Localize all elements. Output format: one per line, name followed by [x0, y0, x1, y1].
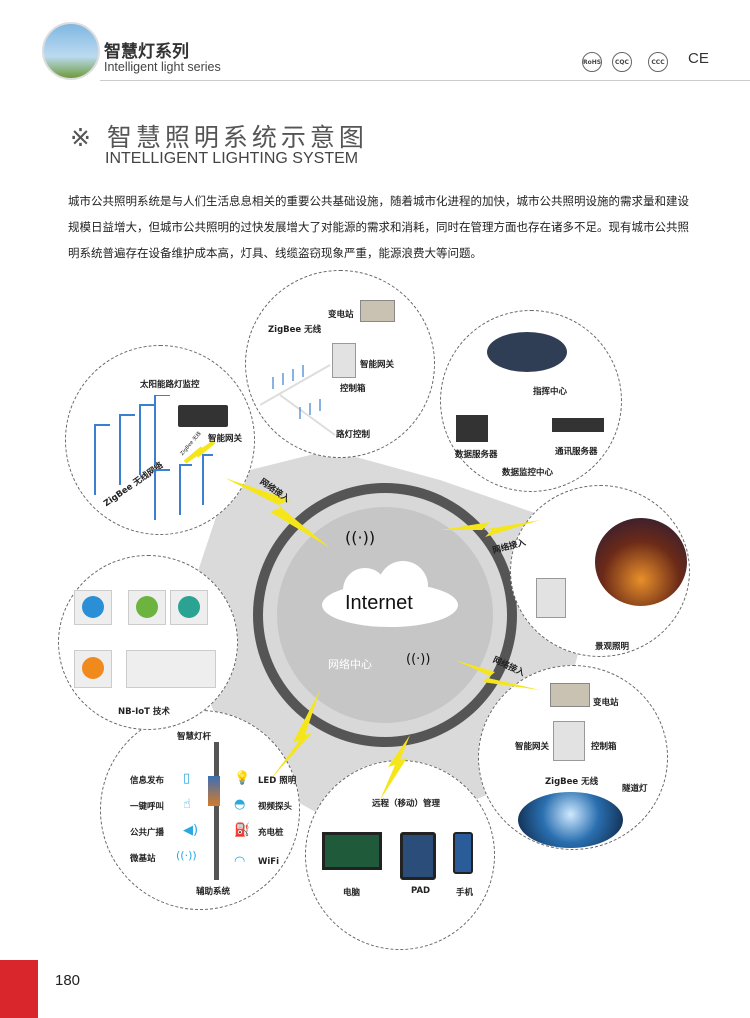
- pole-feature-broadcast: 公共广播: [130, 828, 165, 838]
- phone-label: 手机: [456, 888, 474, 898]
- nbiot-platform-box: [74, 590, 112, 625]
- antenna-icon: ((·)): [345, 528, 376, 547]
- page-title: ※ 智慧照明系统示意图: [70, 118, 368, 154]
- title-cn: 智慧照明系统示意图: [106, 123, 368, 152]
- tablet-image: [400, 832, 436, 880]
- bolt-icon: [455, 660, 540, 690]
- bolt-icon: [440, 520, 540, 537]
- control-box-image: [536, 578, 566, 618]
- cqc-cert-icon: CQC: [612, 52, 632, 72]
- comm-server-image: [552, 418, 604, 432]
- monitor-center-label: 数据监控中心: [502, 468, 554, 478]
- pole-feature-info: 信息发布: [130, 776, 165, 786]
- street-network-lines: [260, 364, 336, 436]
- pole-feature-charger: 充电桩: [258, 828, 284, 838]
- pole-feature-camera: 视频探头: [258, 802, 293, 812]
- command-center-label: 指挥中心: [533, 387, 568, 397]
- zigbee-gateway: 智能网关: [360, 360, 395, 370]
- pc-label: 电脑: [343, 888, 361, 898]
- tunnel-photo: [518, 792, 623, 848]
- page-number: 180: [55, 972, 81, 989]
- smart-pole-circle: [100, 710, 300, 910]
- tunnel-gateway: 智能网关: [515, 742, 550, 752]
- bolt-icon: [183, 440, 216, 464]
- bolt-icon: [270, 690, 320, 780]
- laptop-image: [322, 832, 382, 870]
- street-control-label: 路灯控制: [336, 430, 371, 440]
- remote-title: 远程（移动）管理: [372, 799, 441, 809]
- bolt-icon: [380, 735, 410, 800]
- zigbee-wireless: ZigBee 无线: [268, 325, 322, 335]
- page-subtitle: INTELLIGENT LIGHTING SYSTEM: [105, 150, 359, 167]
- data-server-image: [456, 415, 488, 442]
- hand-touch-icon: ☝: [183, 797, 191, 812]
- tablet-icon: ▯: [183, 771, 191, 786]
- zigbee-substation: 变电站: [328, 310, 354, 320]
- charger-icon: ⛽: [234, 823, 251, 838]
- ce-cert-icon: CE: [688, 50, 709, 67]
- intro-paragraph: 城市公共照明系统是与人们生活息息相关的重要公共基础设施，随着城市化进程的加快，城…: [68, 194, 689, 260]
- bulb-icon: 💡: [234, 771, 251, 786]
- command-center-image: [487, 332, 567, 372]
- control-box-image: [332, 343, 356, 378]
- pad-label: PAD: [411, 886, 431, 896]
- phone-image: [453, 832, 473, 874]
- series-title-cn: 智慧灯系列: [104, 42, 189, 62]
- tunnel-substation: 变电站: [593, 698, 619, 708]
- internet-label: Internet: [345, 592, 413, 614]
- title-mark: ※: [70, 123, 95, 152]
- signal-icon: ((·)): [176, 849, 197, 862]
- pole-feature-wifi: WiFi: [258, 857, 280, 867]
- pole-screen-image: [208, 776, 220, 806]
- wifi-icon: ◠: [234, 854, 246, 869]
- speaker-icon: ◀): [183, 823, 199, 838]
- nbiot-pc-box: [128, 590, 166, 625]
- gateway-device-image: [178, 405, 228, 427]
- antenna-icon: ((·)): [406, 652, 431, 667]
- pole-feature-basestation: 微基站: [130, 854, 156, 864]
- nbiot-title: NB-IoT 技术: [118, 707, 170, 717]
- solar-gateway-label: 智能网关: [208, 434, 243, 444]
- pole-feature-led: LED 照明: [258, 776, 297, 786]
- network-center-label: 网络中心: [328, 658, 372, 671]
- solar-title: 太阳能路灯监控: [140, 380, 200, 390]
- smart-pole-image: [214, 742, 219, 880]
- header-divider: [100, 80, 750, 81]
- data-server-label: 数据服务器: [455, 450, 498, 460]
- nbiot-lamps-box: [126, 650, 216, 688]
- series-logo-image: [42, 22, 100, 80]
- footer-accent-bar: [0, 960, 38, 1018]
- control-box-image: [553, 721, 585, 761]
- cloud-icon: [322, 561, 458, 627]
- zigbee-control-box: 控制箱: [340, 384, 366, 394]
- tunnel-zigbee: ZigBee 无线: [545, 777, 599, 787]
- nbiot-basestation-box: [74, 650, 112, 688]
- comm-server-label: 通讯服务器: [555, 447, 598, 457]
- tunnel-control-box: 控制箱: [591, 742, 617, 752]
- nbiot-app-box: [170, 590, 208, 625]
- pole-title: 智慧灯杆: [177, 732, 212, 742]
- pole-feature-call: 一键呼叫: [130, 802, 165, 812]
- solar-monitor-circle: [65, 345, 255, 535]
- tunnel-light-label: 隧道灯: [622, 784, 648, 794]
- series-title-en: Intelligent light series: [104, 60, 221, 74]
- substation-image: [550, 683, 590, 707]
- landscape-photo: [595, 518, 687, 606]
- bolt-icon: [225, 478, 330, 548]
- rohs-cert-icon: RoHS: [582, 52, 602, 72]
- street-lamps-image: [94, 395, 213, 520]
- camera-icon: ◓: [234, 797, 246, 812]
- substation-image: [360, 300, 395, 322]
- pole-aux-label: 辅助系统: [196, 887, 231, 897]
- landscape-label: 景观照明: [595, 642, 630, 652]
- nbiot-circle: [58, 555, 238, 730]
- ccc-cert-icon: CCC: [648, 52, 668, 72]
